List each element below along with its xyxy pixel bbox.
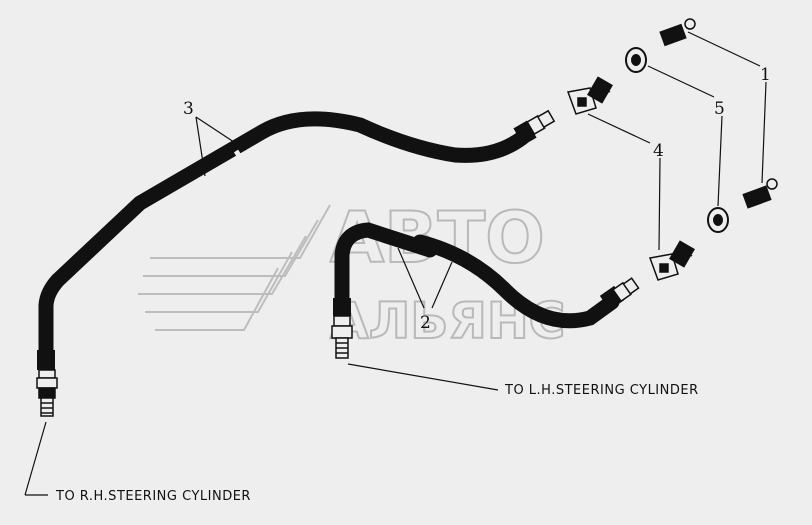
hose-2-bottom-fitting (331, 315, 353, 359)
watermark-line2: АЛЬЯНС (330, 292, 565, 350)
nut-lower (707, 207, 729, 233)
hose-2-ferrule (333, 298, 351, 316)
elbow-fitting-lower (742, 178, 778, 209)
callout-3: 3 (183, 99, 194, 119)
callout-2: 2 (420, 313, 431, 333)
watermark-wing-icon (138, 204, 331, 331)
hose-2-end-fitting (599, 277, 640, 311)
callout-1: 1 (760, 65, 771, 85)
watermark-line1: АВТО (330, 197, 545, 279)
hose-3 (36, 109, 556, 417)
hose-3-end-fitting (513, 109, 556, 146)
hose-2 (331, 222, 640, 359)
hose-3-bottom-fitting (36, 369, 58, 417)
label-rh-steering-cylinder: TO R.H.STEERING CYLINDER (55, 489, 251, 504)
callout-4: 4 (653, 141, 664, 161)
nut-upper (625, 47, 647, 73)
adapter-lower (648, 240, 695, 281)
callout-5: 5 (714, 99, 725, 119)
label-lh-steering-cylinder: TO L.H.STEERING CYLINDER (504, 383, 699, 398)
adapter-upper (566, 76, 613, 115)
hose-3-ferrule (37, 350, 55, 370)
leader-lines (24, 31, 767, 496)
elbow-fitting-upper (659, 18, 696, 47)
